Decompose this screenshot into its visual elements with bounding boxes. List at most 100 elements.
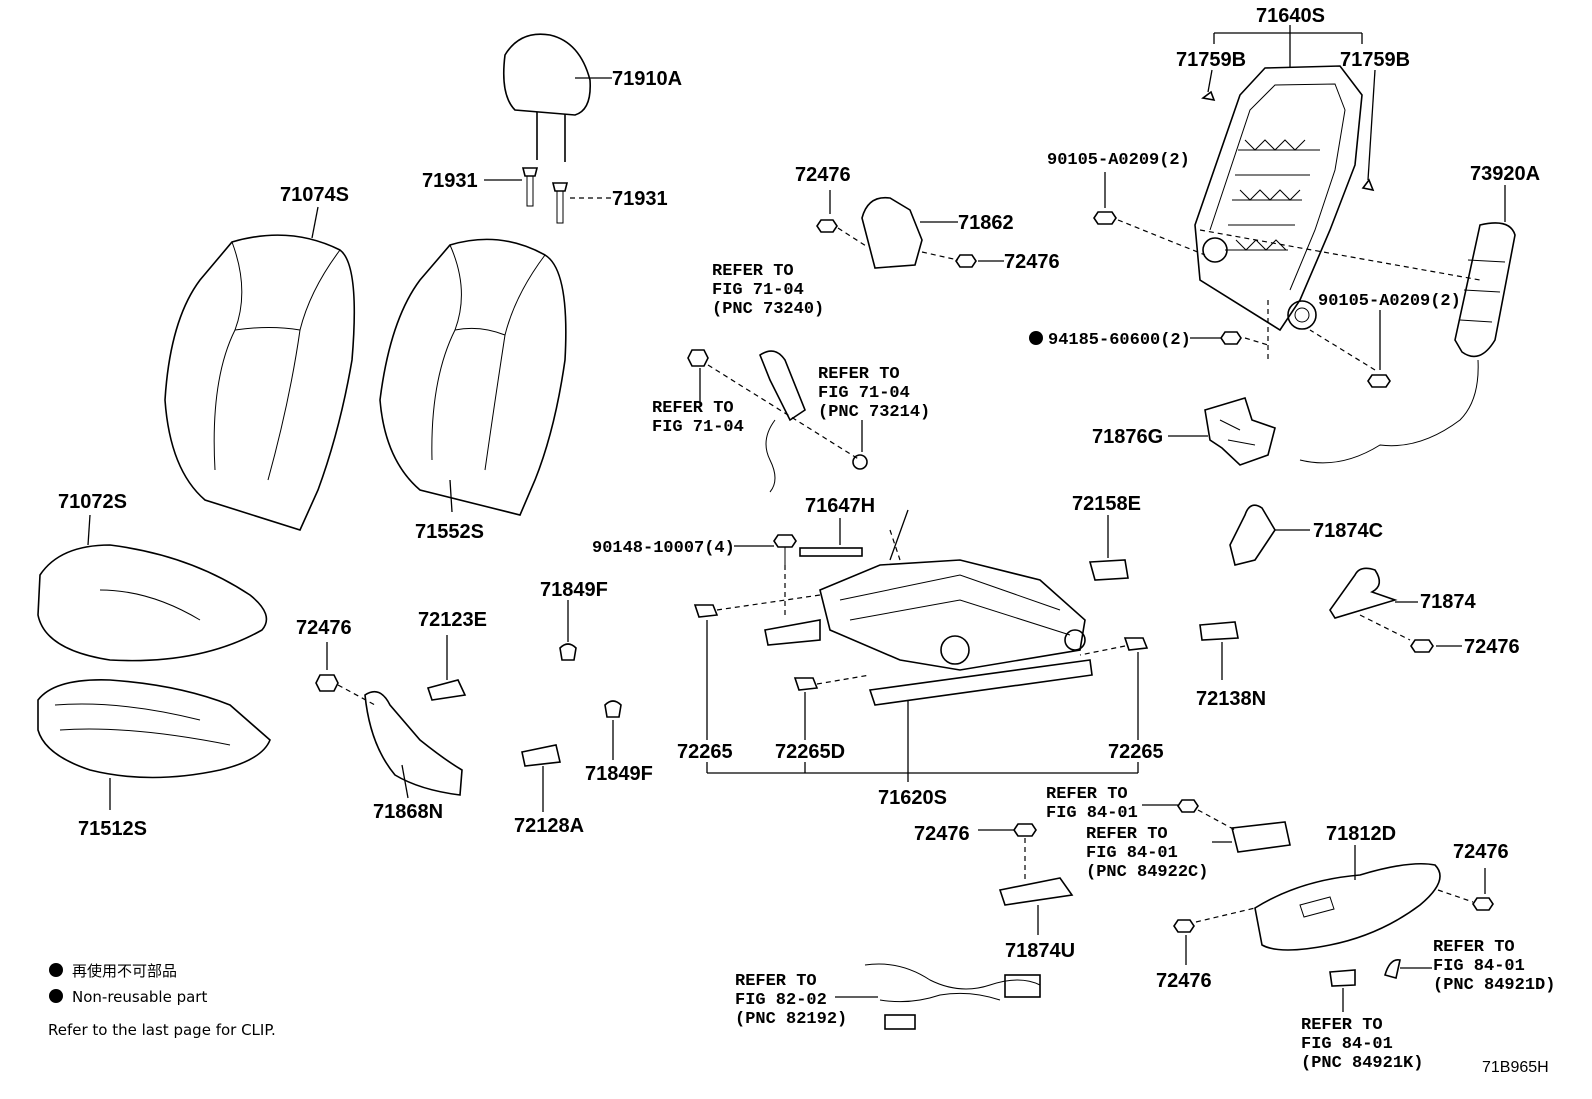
- buckle-drawing: [687, 349, 868, 493]
- label-90105-upper: 90105-A0209(2): [1047, 151, 1190, 170]
- ref-line: FIG 71-04: [652, 418, 744, 437]
- ref-line: REFER TO: [1433, 938, 1515, 957]
- frame-screws: [1029, 172, 1481, 388]
- ref-line: REFER TO: [1301, 1016, 1383, 1035]
- label-71812D: 71812D: [1326, 823, 1396, 845]
- label-72476-left: 72476: [296, 617, 352, 639]
- lever-71874C-drawing: [1229, 504, 1310, 566]
- ref-line: REFER TO: [1086, 825, 1168, 844]
- ref-line: FIG 71-04: [712, 281, 804, 300]
- legend: 再使用不可部品 Non-reusable part Refer to the l…: [48, 962, 276, 1039]
- legend-bullet: [49, 989, 63, 1003]
- label-71862: 71862: [958, 212, 1014, 234]
- ref-fig-84-01: REFER TO FIG 84-01: [1046, 785, 1138, 823]
- track-clips-drawing: [693, 594, 1149, 782]
- ref-pnc-84921K: REFER TO FIG 84-01 (PNC 84921K): [1301, 1016, 1423, 1073]
- label-72138N: 72138N: [1196, 688, 1266, 710]
- label-71620S: 71620S: [878, 787, 947, 809]
- label-71874C: 71874C: [1313, 520, 1383, 542]
- seat-cushion-pad-drawing: [37, 679, 271, 810]
- ref-line: FIG 84-01: [1301, 1035, 1393, 1054]
- cover-71862-drawing: [816, 190, 1004, 269]
- label-71849F-lower: 71849F: [585, 763, 653, 785]
- label-71874: 71874: [1420, 591, 1476, 613]
- label-71849F-upper: 71849F: [540, 579, 608, 601]
- headrest-drawing: [484, 33, 612, 224]
- label-72265D: 72265D: [775, 741, 845, 763]
- wire-harness-drawing: [835, 963, 1041, 1030]
- label-71868N: 71868N: [373, 801, 443, 823]
- ref-line: REFER TO: [652, 399, 734, 418]
- ref-line: REFER TO: [818, 365, 900, 384]
- figure-code: 71B965H: [1482, 1059, 1549, 1076]
- label-71552S: 71552S: [415, 521, 484, 543]
- label-72265-left: 72265: [677, 741, 733, 763]
- label-71759B-right: 71759B: [1340, 49, 1410, 71]
- bracket-71876G-drawing: [1168, 397, 1276, 466]
- ref-line: FIG 84-01: [1086, 844, 1178, 863]
- label-94185: 94185-60600(2): [1048, 331, 1191, 350]
- ref-line: FIG 71-04: [818, 384, 910, 403]
- label-90105-lower: 90105-A0209(2): [1318, 292, 1461, 311]
- ref-pnc-82192: REFER TO FIG 82-02 (PNC 82192): [735, 972, 847, 1029]
- label-72476-top: 72476: [795, 164, 851, 186]
- legend-bullet: [49, 963, 63, 977]
- label-71910A: 71910A: [612, 68, 682, 90]
- seatback-frame-drawing: [1194, 25, 1376, 332]
- ref-line: (PNC 84921K): [1301, 1054, 1423, 1073]
- ref-line: (PNC 73240): [712, 300, 824, 319]
- label-72476-right: 72476: [1453, 841, 1509, 863]
- label-71074S: 71074S: [280, 184, 349, 206]
- ref-line: REFER TO: [712, 262, 794, 281]
- seat-cushion-drawing: [37, 514, 268, 662]
- ref-line: FIG 82-02: [735, 991, 827, 1010]
- label-72476-lever: 72476: [1464, 636, 1520, 658]
- ref-line: (PNC 73214): [818, 403, 930, 422]
- label-71640S: 71640S: [1256, 5, 1325, 27]
- label-71931-left: 71931: [422, 170, 478, 192]
- ref-line: (PNC 84922C): [1086, 863, 1208, 882]
- label-71647H: 71647H: [805, 495, 875, 517]
- label-72128A: 72128A: [514, 815, 584, 837]
- label-71876G: 71876G: [1092, 426, 1163, 448]
- side-cover-71812D-drawing: [1173, 845, 1494, 1012]
- ref-pnc-73240: REFER TO FIG 71-04 (PNC 73240): [712, 262, 824, 319]
- left-small-parts-drawing: [315, 600, 622, 812]
- label-72476-cover: 72476: [1004, 251, 1060, 273]
- ref-line: REFER TO: [1046, 785, 1128, 804]
- side-airbag-drawing: [1299, 185, 1516, 464]
- label-71759B-left: 71759B: [1176, 49, 1246, 71]
- ref-line: FIG 84-01: [1046, 804, 1138, 823]
- switch-84922C-drawing: [1142, 799, 1291, 853]
- ref-line: (PNC 84921D): [1433, 976, 1555, 995]
- ref-line: FIG 84-01: [1433, 957, 1525, 976]
- ref-line: REFER TO: [735, 972, 817, 991]
- legend-japanese: 再使用不可部品: [72, 962, 177, 980]
- ref-fig-71-04: REFER TO FIG 71-04: [652, 399, 744, 437]
- seat-adjuster-drawing: [764, 509, 1093, 706]
- non-reusable-marker: [1029, 331, 1043, 345]
- label-71874U: 71874U: [1005, 940, 1075, 962]
- label-72158E: 72158E: [1072, 493, 1141, 515]
- cover-71874U-drawing: [978, 823, 1074, 935]
- label-71072S: 71072S: [58, 491, 127, 513]
- lever-71874-drawing: [1329, 567, 1462, 653]
- label-73920A: 73920A: [1470, 163, 1540, 185]
- label-71512S: 71512S: [78, 818, 147, 840]
- ref-pnc-84921D: REFER TO FIG 84-01 (PNC 84921D): [1433, 938, 1555, 995]
- seatback-cover-drawing: [164, 206, 356, 531]
- label-90148: 90148-10007(4): [592, 539, 735, 558]
- label-72476-center: 72476: [914, 823, 970, 845]
- small-brackets-drawing: [1088, 515, 1239, 680]
- ref-line: (PNC 82192): [735, 1010, 847, 1029]
- label-72476-bottom: 72476: [1156, 970, 1212, 992]
- legend-english: Non-reusable part: [72, 988, 207, 1006]
- bar-71647H-drawing: [734, 518, 863, 618]
- ref-pnc-73214: REFER TO FIG 71-04 (PNC 73214): [818, 365, 930, 422]
- ref-pnc-84922C: REFER TO FIG 84-01 (PNC 84922C): [1086, 825, 1208, 882]
- label-71931-right: 71931: [612, 188, 668, 210]
- clip-note: Refer to the last page for CLIP.: [48, 1021, 276, 1039]
- label-72265-right: 72265: [1108, 741, 1164, 763]
